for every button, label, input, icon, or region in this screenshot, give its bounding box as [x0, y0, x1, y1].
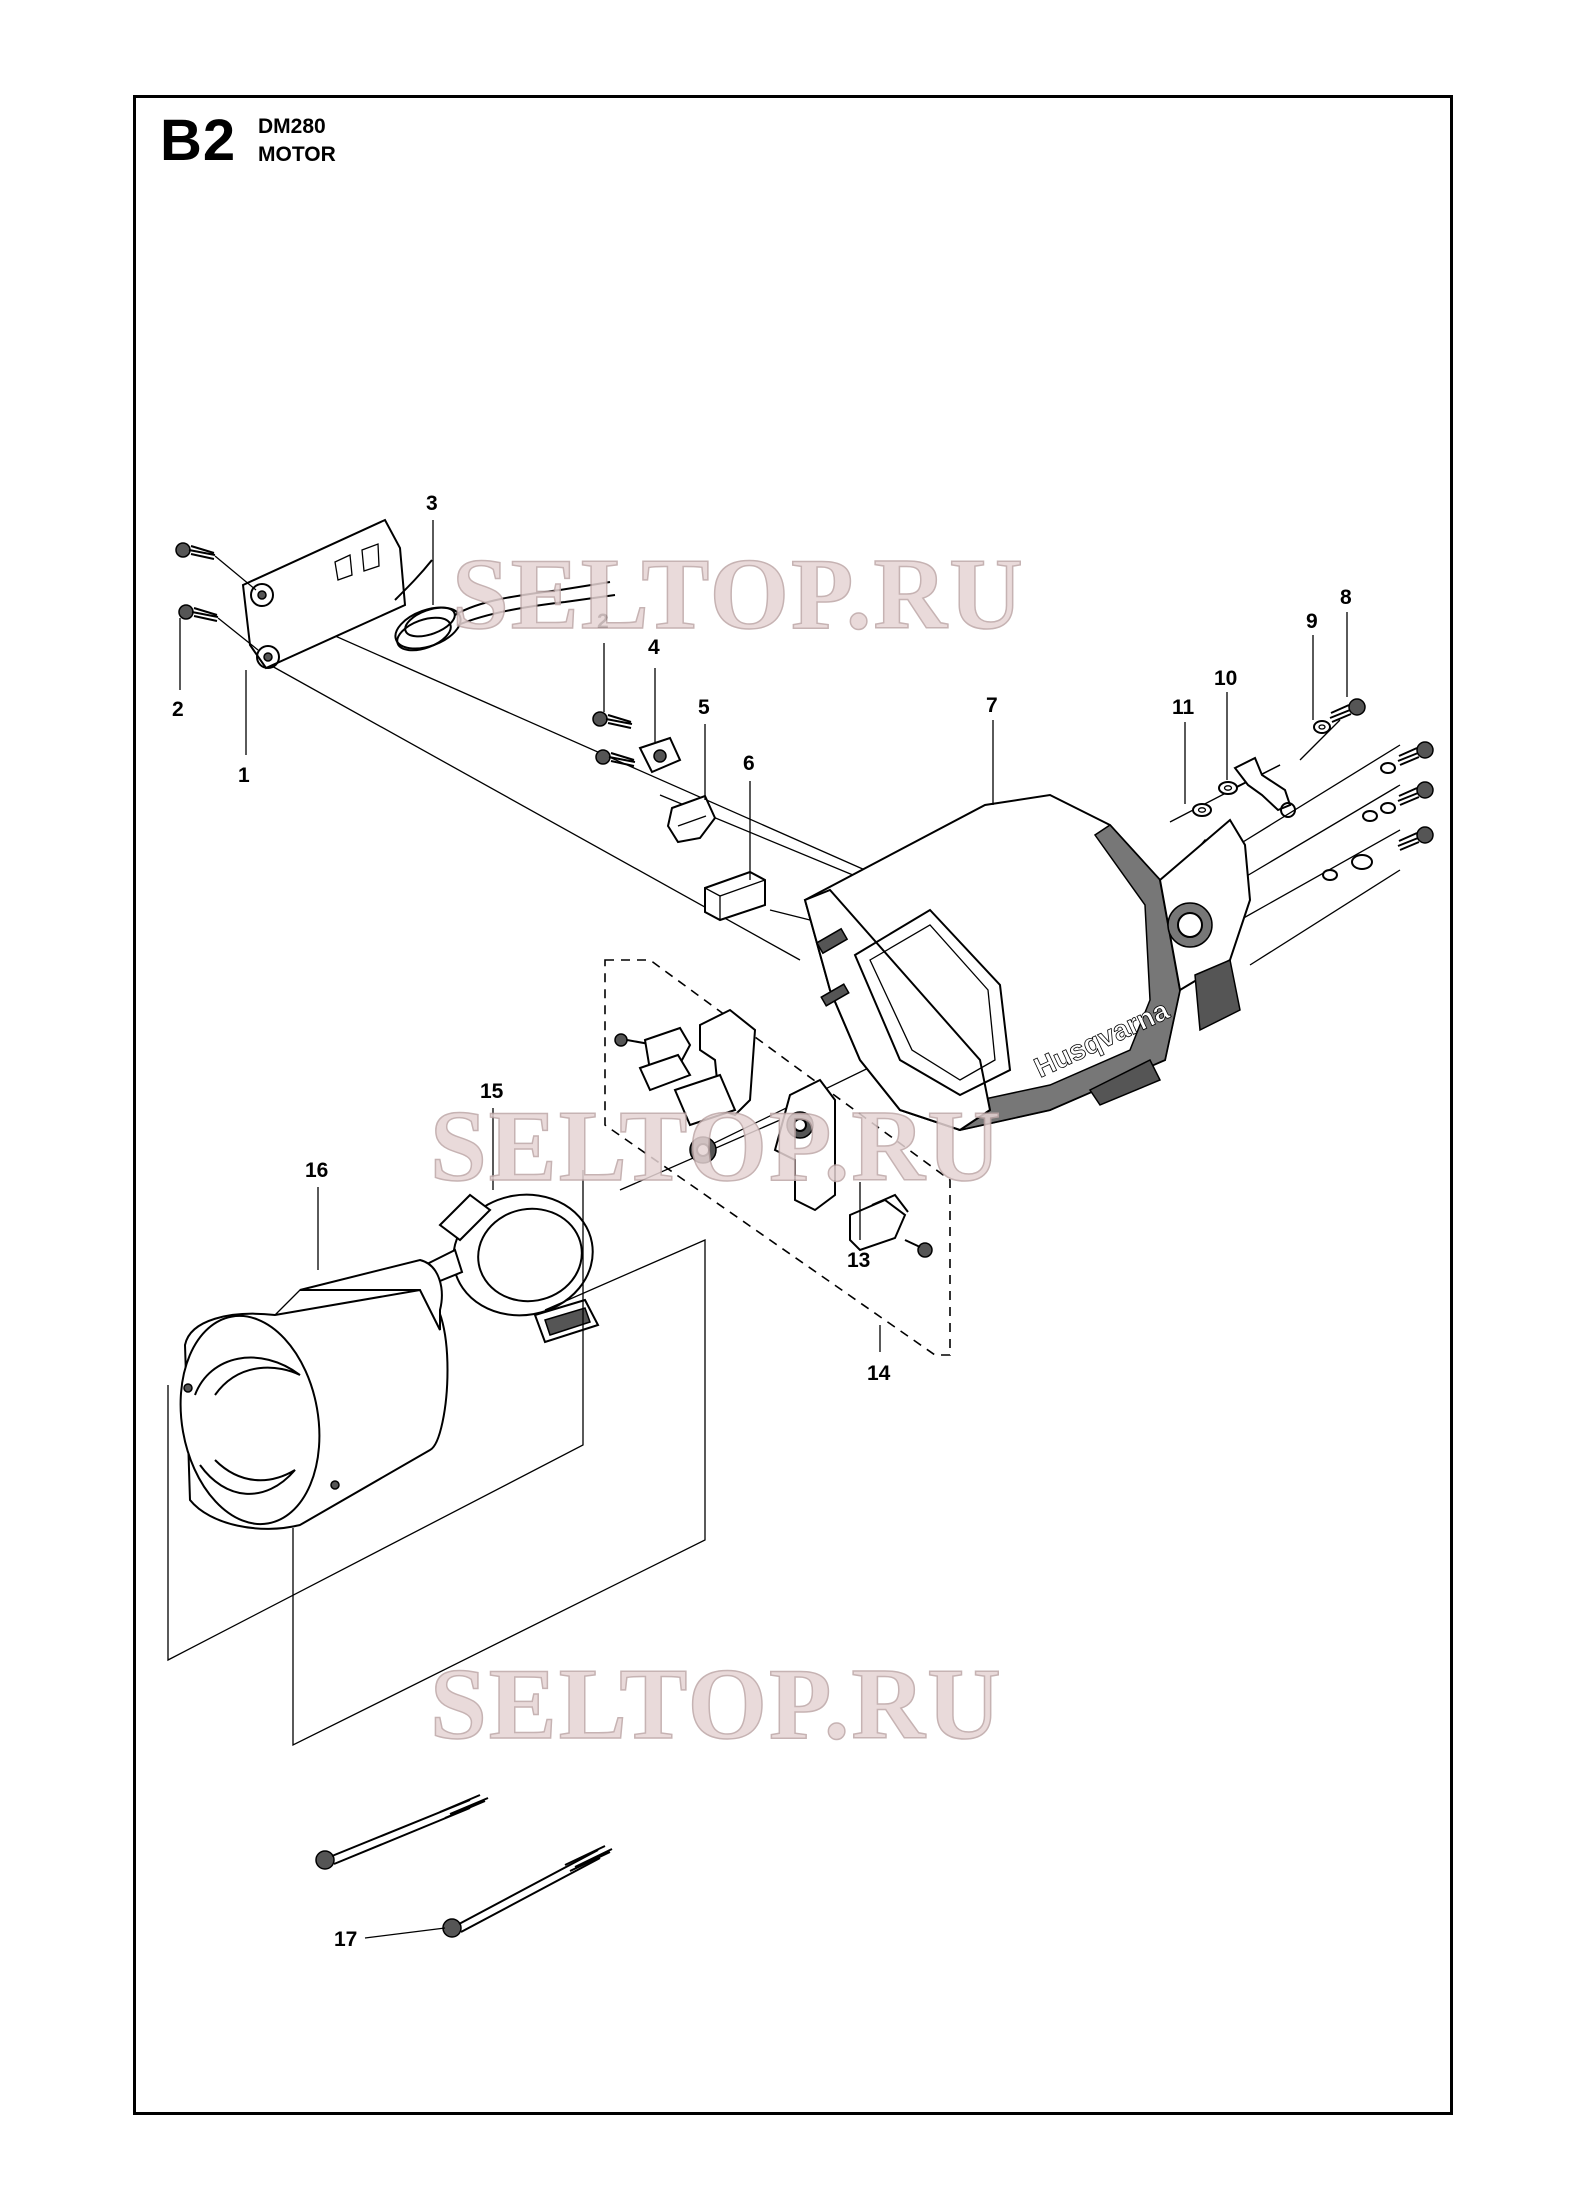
callout-15: 15 [480, 1080, 504, 1103]
callout-10: 10 [1214, 667, 1237, 690]
brush-holder-clip [638, 736, 682, 774]
callout-8: 8 [1340, 586, 1352, 609]
callout-4: 4 [648, 636, 660, 659]
brush-assembly-right [773, 1078, 933, 1258]
fan-baffle [423, 1193, 600, 1344]
screw-pair-right [592, 711, 636, 767]
callout-17: 17 [334, 1928, 357, 1951]
watermark-top: SELTOP.RU [452, 538, 1025, 651]
page-frame [133, 95, 1453, 2115]
screw-top [1329, 698, 1366, 723]
motor-housing [803, 793, 1252, 1132]
washer-side [1192, 803, 1212, 817]
callout-14: 14 [867, 1362, 891, 1385]
model-name: DM280 [258, 115, 326, 138]
stator-field-coil [179, 1258, 449, 1530]
brush-kit-group [604, 959, 951, 1356]
callout-1: 1 [238, 764, 250, 787]
screw-set-right [1322, 741, 1434, 881]
washer-top [1313, 720, 1331, 734]
callout-16: 16 [305, 1159, 328, 1182]
long-screw-upper [315, 1794, 489, 1870]
cable-coil [394, 559, 616, 652]
callout-5: 5 [698, 696, 710, 719]
callout-7: 7 [986, 694, 998, 717]
washer-bracket [1218, 781, 1238, 795]
callout-numbers: 1 2 2 3 4 5 6 7 8 9 10 11 13 14 15 16 17 [172, 492, 1352, 1951]
callout-6: 6 [743, 752, 755, 775]
callout-leaders [179, 520, 1348, 1939]
callout-13: 13 [847, 1249, 870, 1272]
callout-2-right: 2 [597, 610, 609, 633]
watermark-bottom: SELTOP.RU [430, 1648, 1003, 1761]
screw-lower [178, 604, 259, 651]
capacitor-box [704, 870, 766, 922]
callout-3: 3 [426, 492, 438, 515]
bracket [1233, 756, 1296, 818]
watermark-middle: SELTOP.RU [430, 1090, 1003, 1203]
section-title: MOTOR [258, 143, 336, 166]
terminal-block [666, 794, 717, 844]
stator-outline-frames [167, 1170, 706, 1747]
callout-2-left: 2 [172, 698, 184, 721]
callout-11: 11 [1172, 696, 1195, 719]
section-code: B2 [160, 108, 237, 173]
screw-upper [175, 542, 257, 591]
callout-9: 9 [1306, 610, 1318, 633]
brush-assembly-left [614, 1008, 757, 1164]
long-screw-lower [442, 1845, 613, 1938]
watermarks: SELTOP.RU SELTOP.RU SELTOP.RU [429, 537, 1025, 1762]
end-cover-plate [241, 518, 407, 670]
